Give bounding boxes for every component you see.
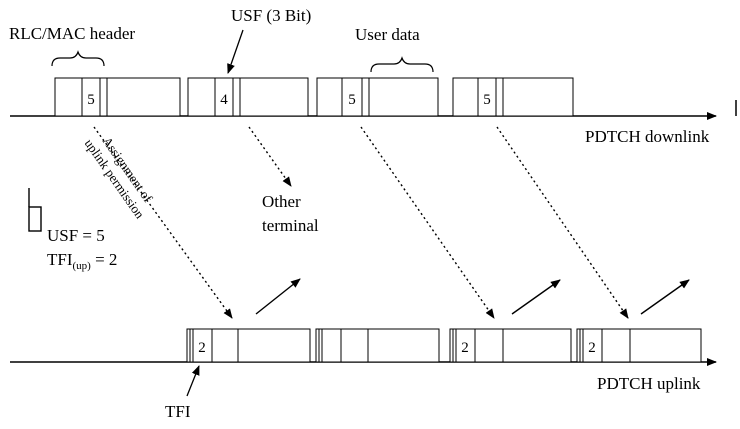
usf-3bit-label: USF (3 Bit) xyxy=(231,6,311,25)
uplink-block: 2 xyxy=(449,328,572,363)
rlc-mac-header-label: RLC/MAC header xyxy=(9,24,135,43)
downlink-block: 5 xyxy=(316,77,439,117)
tfi-up-label: TFI(up) = 2 xyxy=(47,250,117,272)
other-terminal-arrow xyxy=(248,126,292,187)
transmission-arrow xyxy=(511,279,561,315)
tfi-value: 2 xyxy=(588,340,596,356)
user-data-brace xyxy=(370,56,434,73)
assignment-arrow xyxy=(360,126,495,319)
usf-pointer-arrow xyxy=(227,29,244,74)
terminal-label: terminal xyxy=(262,216,319,235)
downlink-block: 5 xyxy=(452,77,574,117)
usf-eq-label: USF = 5 xyxy=(47,226,105,245)
mobile-terminal-icon xyxy=(28,188,42,232)
transmission-arrow xyxy=(255,278,301,315)
uplink-block: 2 xyxy=(186,328,311,363)
pdtch-uplink-label: PDTCH uplink xyxy=(597,374,701,393)
assignment-arrow xyxy=(496,126,629,319)
usf-value: 5 xyxy=(483,92,491,108)
user-data-label: User data xyxy=(355,25,420,44)
uplink-block: 2 xyxy=(576,328,702,363)
downlink-block: 5 xyxy=(54,77,181,117)
assignment-label: Assignment of uplink permission xyxy=(82,134,156,222)
assignment-arrow xyxy=(93,126,233,319)
tfi-pointer-arrow xyxy=(186,365,200,397)
tfi-label: TFI xyxy=(165,402,191,421)
uplink-block xyxy=(315,328,440,363)
usf-value: 5 xyxy=(87,92,95,108)
usf-value: 5 xyxy=(348,92,356,108)
other-label: Other xyxy=(262,192,301,211)
tfi-value: 2 xyxy=(198,340,206,356)
tfi-value: 2 xyxy=(461,340,469,356)
transmission-arrow xyxy=(640,279,690,315)
usf-value: 4 xyxy=(220,92,228,108)
rlc-mac-header-brace xyxy=(51,50,105,67)
pdtch-downlink-label: PDTCH downlink xyxy=(585,127,710,146)
downlink-block: 4 xyxy=(187,77,309,117)
